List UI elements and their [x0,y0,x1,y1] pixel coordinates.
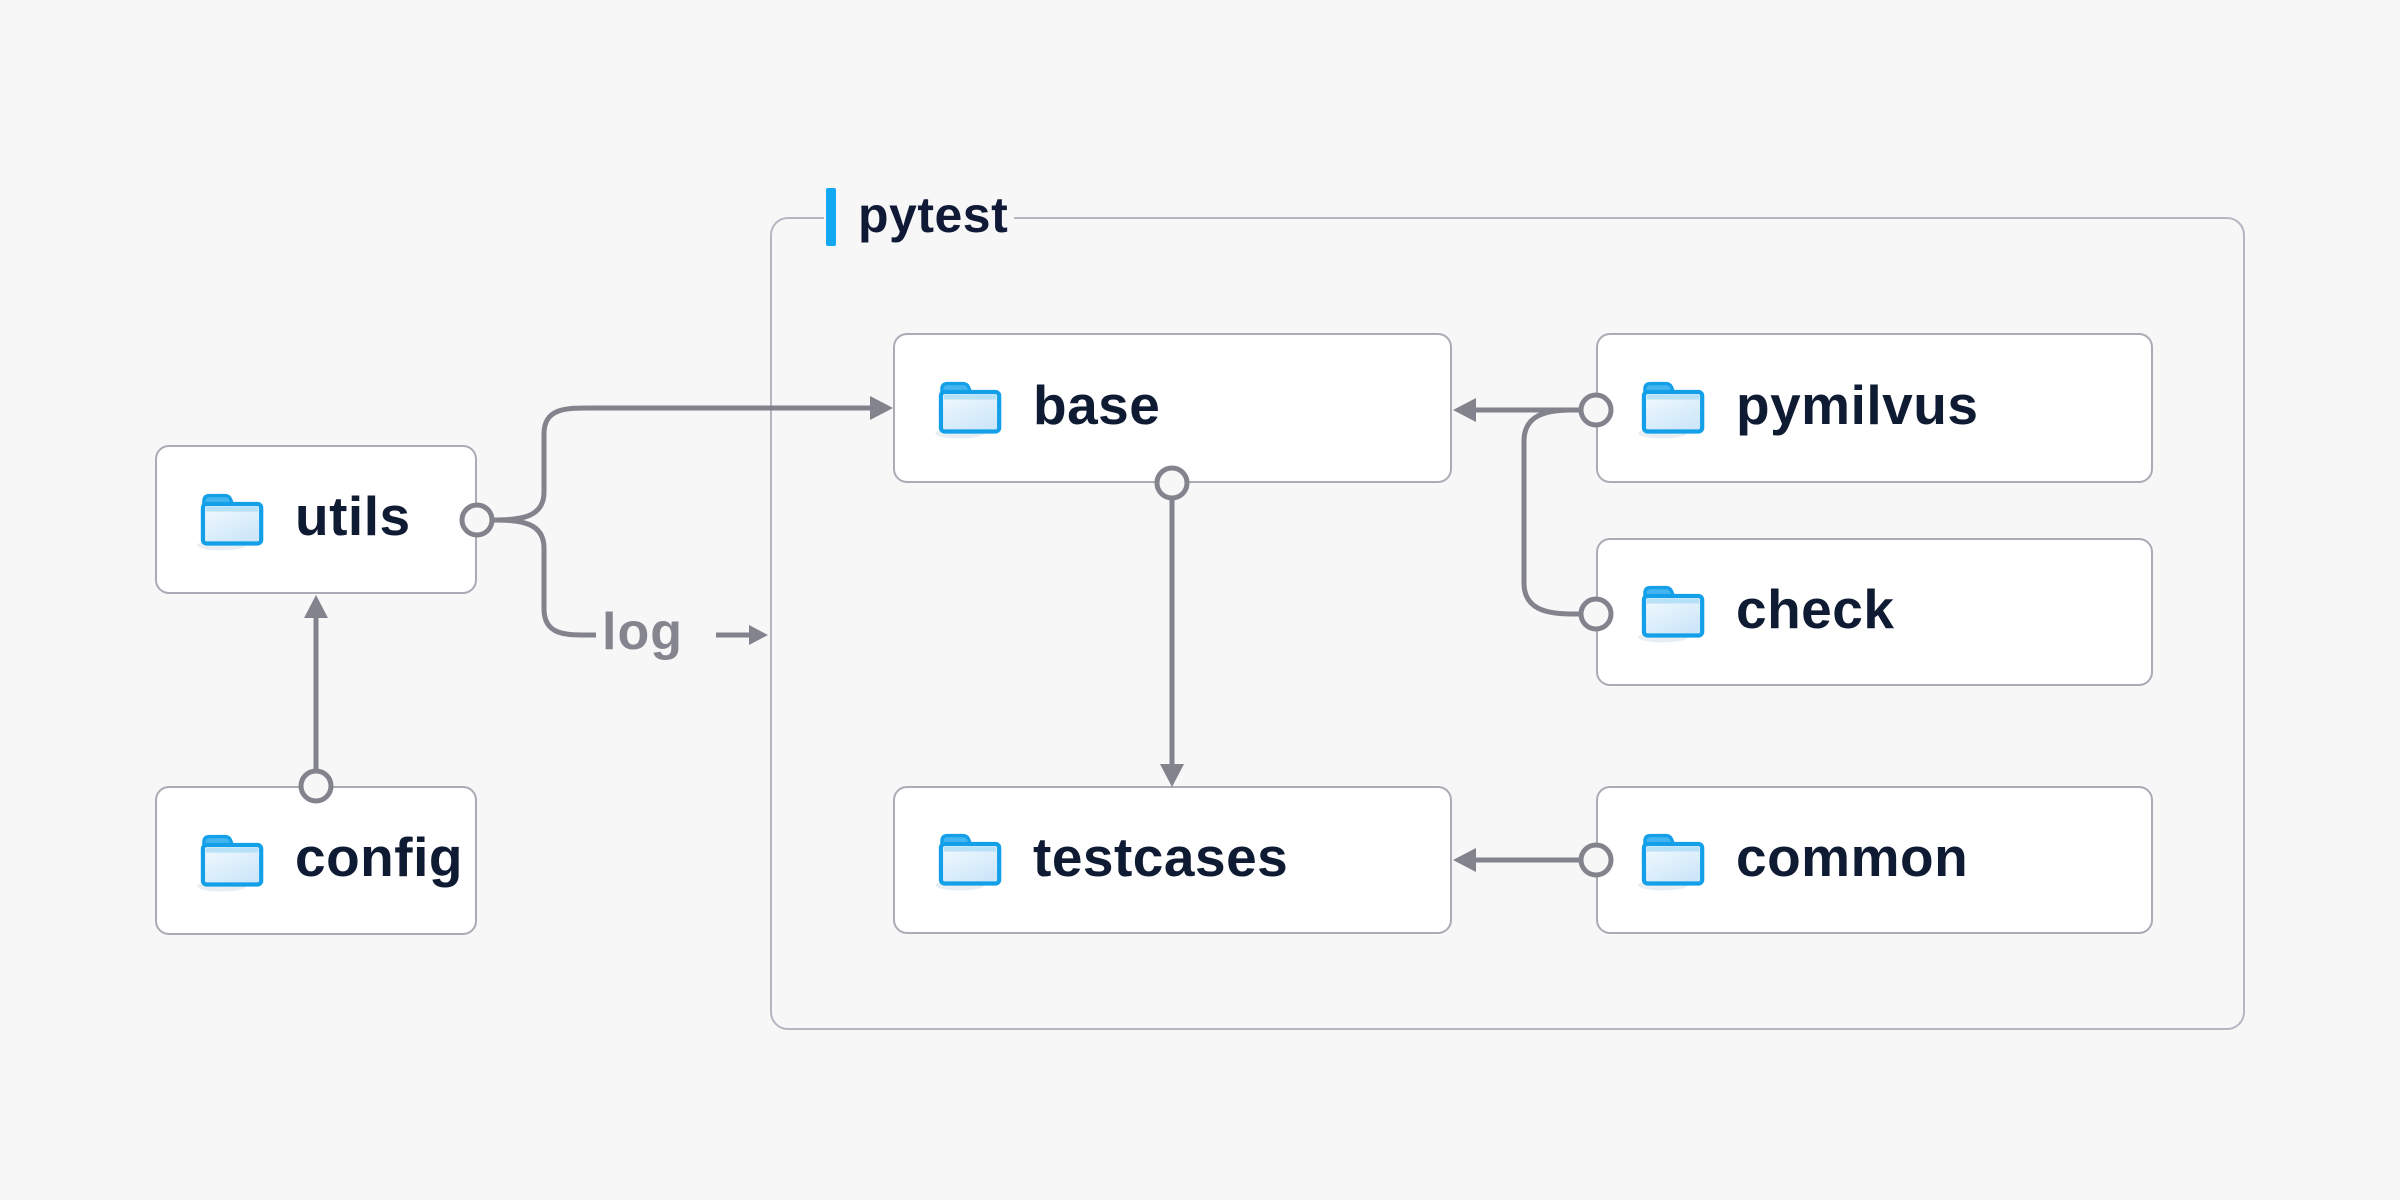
node-pymilvus-label: pymilvus [1736,373,1979,436]
folder-icon [1638,581,1710,643]
node-utils[interactable]: utils [155,445,477,594]
node-testcases-label: testcases [1033,825,1289,888]
pytest-group-title: pytest [858,187,1009,243]
folder-icon [935,829,1007,891]
node-config[interactable]: config [155,786,477,935]
node-testcases[interactable]: testcases [893,786,1452,934]
node-pymilvus[interactable]: pymilvus [1596,333,2153,483]
folder-icon [935,377,1007,439]
node-check[interactable]: check [1596,538,2153,686]
pytest-group-box [770,217,2245,1030]
node-utils-label: utils [295,485,411,547]
folder-icon [1638,377,1710,439]
folder-icon [1638,829,1710,891]
arrowhead-log [749,625,768,645]
node-common[interactable]: common [1596,786,2153,934]
pytest-group-label: pytest [824,186,1015,248]
node-check-label: check [1736,577,1895,640]
node-base-label: base [1033,373,1161,436]
folder-icon [197,489,269,551]
node-config-label: config [295,826,463,888]
edge-label-log: log [602,603,683,661]
node-base[interactable]: base [893,333,1452,483]
arrowhead-into-utils-bottom [304,595,328,618]
accent-bar-icon [826,188,836,246]
folder-icon [197,830,269,892]
edge-utils-log [491,517,596,638]
node-common-label: common [1736,825,1969,888]
